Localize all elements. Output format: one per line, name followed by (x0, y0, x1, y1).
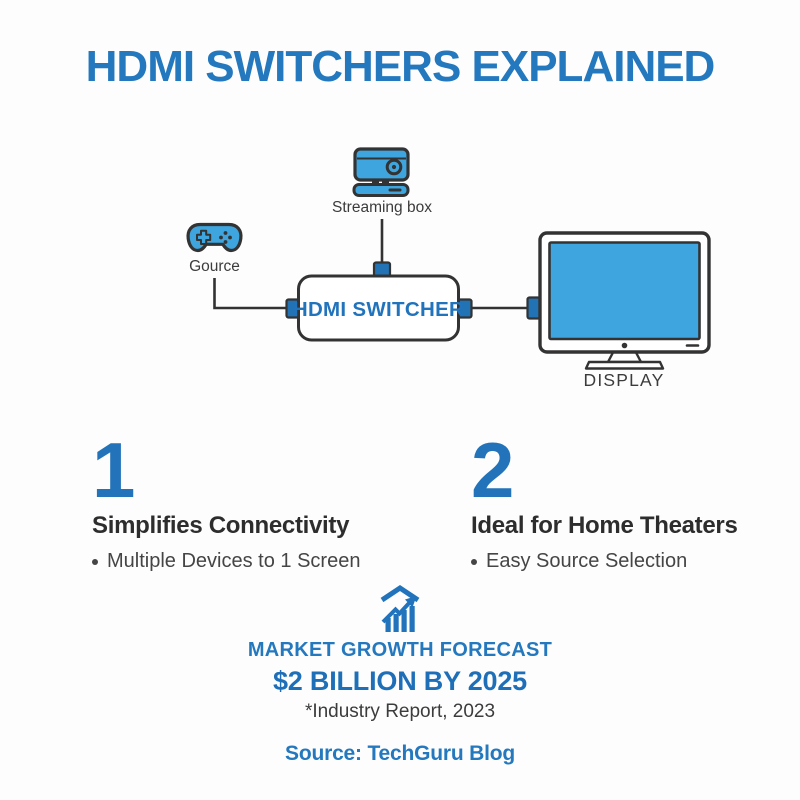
feature-bullet-item: Multiple Devices to 1 Screen (92, 550, 412, 573)
streaming-box-icon (352, 147, 410, 197)
feature-number: 1 (92, 426, 136, 514)
cable-source-to-switcher (213, 278, 288, 310)
display-icon (526, 231, 711, 370)
feature-heading: Simplifies Connectivity (92, 512, 350, 539)
forecast-block: MARKET GROWTH FORECAST $2 BILLION BY 202… (0, 585, 800, 723)
feature-number: 2 (471, 426, 515, 514)
bullet-dot-icon (92, 558, 98, 565)
hdmi-switcher-box: HDMI SWITCHER (285, 261, 473, 342)
switcher-label: HDMI SWITCHER (293, 298, 464, 321)
forecast-note: *Industry Report, 2023 (304, 701, 496, 722)
display-screen (548, 241, 701, 341)
display-stand-neck (606, 351, 643, 364)
source-label: Gource (189, 258, 240, 275)
connection-diagram: Streaming box Gource HDMI SWITCHER (186, 147, 711, 390)
forecast-heading: MARKET GROWTH FORECAST (247, 639, 553, 661)
feature-bullet-item: Easy Source Selection (471, 550, 791, 573)
feature-bullet-text: Easy Source Selection (486, 550, 688, 572)
display-hdmi-connector (526, 296, 542, 320)
feature-home-theaters: 2 Ideal for Home Theaters Easy Source Se… (471, 426, 791, 573)
bullet-dot-icon (471, 558, 477, 565)
display-label: DISPLAY (583, 370, 664, 390)
dpad-icon (196, 229, 212, 245)
forecast-value: $2 BILLION BY 2025 (272, 666, 527, 696)
gamepad-icon (186, 222, 243, 253)
source-attribution: Source: TechGuru Blog (285, 742, 515, 765)
page-title: HDMI SWITCHERS EXPLAINED (85, 42, 716, 91)
growth-chart-icon (380, 585, 420, 632)
streaming-box-label: Streaming box (332, 199, 432, 216)
feature-simplifies-connectivity: 1 Simplifies Connectivity Multiple Devic… (92, 426, 412, 573)
feature-heading: Ideal for Home Theaters (471, 512, 738, 539)
feature-bullet-text: Multiple Devices to 1 Screen (107, 550, 361, 572)
display-stand-base (584, 360, 665, 370)
